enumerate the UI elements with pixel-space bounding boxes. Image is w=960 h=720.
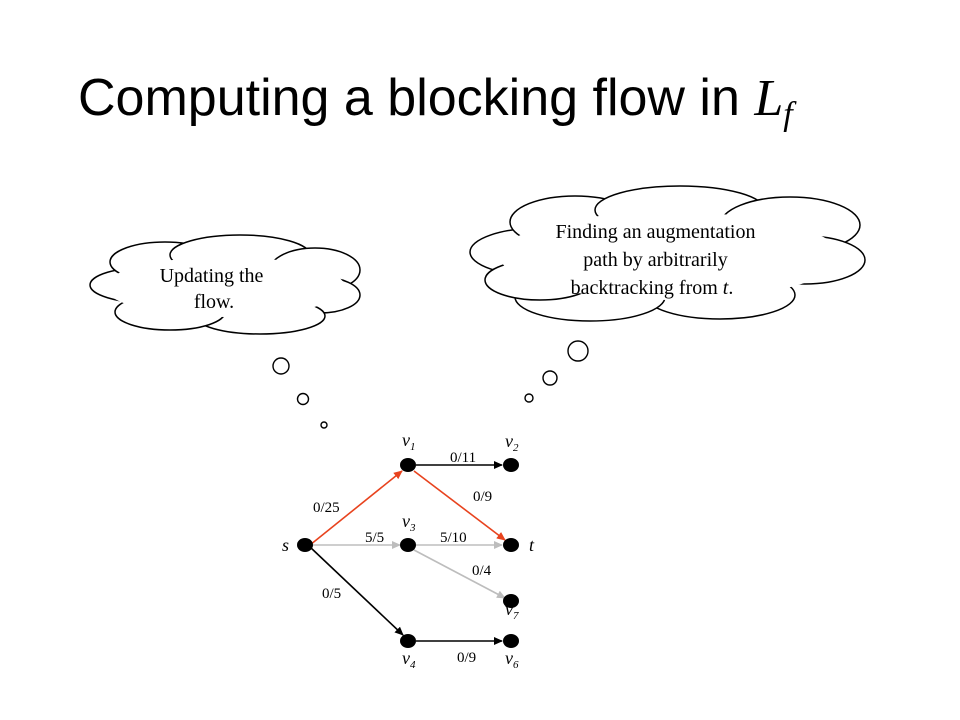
right-cloud-line-1: Finding an augmentation xyxy=(556,221,756,243)
left-thought-bubble-small xyxy=(320,421,328,429)
node-labels: s v1 v2 v3 t v7 v4 v6 xyxy=(282,430,535,671)
right-thought-cloud: Finding an augmentation path by arbitrar… xyxy=(469,185,866,322)
edge-label-s-v4: 0/5 xyxy=(322,586,341,602)
right-cloud-text: Finding an augmentation path by arbitrar… xyxy=(556,221,761,299)
right-cloud-period: . xyxy=(728,277,733,299)
right-cloud-italic-t: t xyxy=(723,277,729,299)
graph-edges xyxy=(309,461,506,645)
title-math-L: L xyxy=(753,70,783,127)
node-label-v4: v4 xyxy=(402,648,416,671)
left-thought-cloud: Updating the flow. xyxy=(89,234,361,335)
edge-v1-t xyxy=(413,470,506,541)
node-v4 xyxy=(400,634,416,648)
node-v1 xyxy=(400,458,416,472)
edge-label-s-v3: 5/5 xyxy=(365,530,384,546)
edge-s-v1 xyxy=(309,470,403,546)
node-v3 xyxy=(400,538,416,552)
node-label-v6: v6 xyxy=(505,648,519,671)
edge-label-v3-v7: 0/4 xyxy=(472,563,492,579)
left-cloud-text: Updating the flow. xyxy=(160,265,269,313)
left-cloud-line-1: Updating the xyxy=(160,265,264,287)
right-cloud-line-3: backtracking from xyxy=(571,277,723,299)
right-thought-bubble-large xyxy=(567,340,589,362)
edge-label-s-v1: 0/25 xyxy=(313,500,340,516)
graph-nodes xyxy=(297,458,519,648)
node-v7 xyxy=(503,594,519,608)
node-s xyxy=(297,538,313,552)
title-text: Computing a blocking flow in xyxy=(78,69,754,127)
left-thought-bubble-medium xyxy=(296,392,310,406)
slide-title: Computing a blocking flow in Lf xyxy=(78,69,797,133)
node-t xyxy=(503,538,519,552)
node-label-v2: v2 xyxy=(505,431,519,454)
edge-s-v4 xyxy=(309,546,404,636)
edge-label-v4-v6: 0/9 xyxy=(457,650,476,666)
left-cloud-line-2: flow. xyxy=(194,291,234,313)
title-math-f: f xyxy=(783,96,797,133)
edge-label-v1-t: 0/9 xyxy=(473,489,492,505)
edge-label-v1-v2: 0/11 xyxy=(450,450,476,466)
right-thought-bubble-medium xyxy=(542,370,558,386)
node-label-v3: v3 xyxy=(402,511,416,534)
edge-labels: 0/25 0/11 0/9 5/5 5/10 0/4 0/5 0/9 xyxy=(313,450,492,666)
edge-label-v3-t: 5/10 xyxy=(440,530,467,546)
node-label-s: s xyxy=(282,535,289,555)
node-v2 xyxy=(503,458,519,472)
node-label-t: t xyxy=(529,535,535,555)
left-thought-bubble-large xyxy=(272,357,290,375)
node-label-v1: v1 xyxy=(402,430,416,453)
edge-v3-v7 xyxy=(413,549,506,599)
right-cloud-line-2: path by arbitrarily xyxy=(583,249,727,271)
node-label-v7: v7 xyxy=(505,599,519,622)
node-v6 xyxy=(503,634,519,648)
right-thought-bubble-small xyxy=(524,393,534,403)
